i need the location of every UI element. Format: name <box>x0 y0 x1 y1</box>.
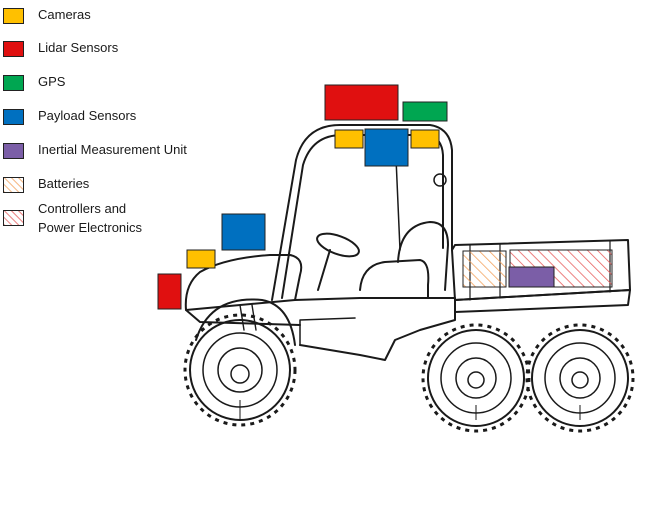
legend-label-controllers-line1: Controllers and <box>38 201 127 216</box>
front-lower <box>185 309 301 326</box>
legend-item-imu: Inertial Measurement Unit <box>0 141 230 165</box>
roof-camera-left <box>334 129 364 149</box>
roll-cage-outer <box>271 124 453 301</box>
cab-step <box>299 317 356 346</box>
front-fender <box>195 298 296 346</box>
front-payload-sensor <box>221 213 266 251</box>
payload-swatch <box>3 109 24 125</box>
roof-gps <box>402 101 448 122</box>
wheels <box>183 313 635 433</box>
roof-camera-right <box>410 129 440 149</box>
seat-base <box>359 259 430 299</box>
legend-label-payload: Payload Sensors <box>38 108 137 123</box>
cargo-bed <box>451 239 631 301</box>
hood <box>184 254 303 311</box>
roll-cage-inner <box>281 134 444 299</box>
cameras-swatch <box>3 8 24 24</box>
legend-item-lidar: Lidar Sensors <box>0 39 230 63</box>
legend-label-gps: GPS <box>38 74 66 89</box>
legend-label-lidar: Lidar Sensors <box>38 40 119 55</box>
seat-back <box>397 221 449 291</box>
legend-item-cameras: Cameras <box>0 6 230 30</box>
lidar-swatch <box>3 41 24 57</box>
cargo-bed-lower <box>454 289 631 313</box>
legend-item-payload: Payload Sensors <box>0 107 230 131</box>
legend-label-cameras: Cameras <box>38 7 91 22</box>
imu-unit <box>508 266 555 288</box>
front-camera <box>186 249 216 269</box>
legend-item-batteries: Batteries <box>0 175 230 199</box>
batteries-swatch <box>3 177 24 193</box>
steering-column <box>317 249 331 291</box>
imu-swatch <box>3 143 24 159</box>
legend-label-imu: Inertial Measurement Unit <box>38 142 187 157</box>
gps-swatch <box>3 75 24 91</box>
wheel-lead-lines <box>239 400 581 420</box>
mirror <box>433 173 447 187</box>
cab-side <box>294 297 456 361</box>
legend-item-controllers: Controllers and Power Electronics <box>0 200 230 240</box>
roof-payload-sensor <box>364 128 409 167</box>
battery-pack <box>462 250 507 288</box>
legend-label-controllers-line2: Power Electronics <box>38 220 143 235</box>
rear-wheel <box>525 323 635 433</box>
front-lidar <box>157 273 182 310</box>
steering-wheel <box>316 232 360 258</box>
roof-lidar <box>324 84 399 121</box>
legend-item-gps: GPS <box>0 73 230 97</box>
controllers-swatch <box>3 210 24 226</box>
legend-label-batteries: Batteries <box>38 176 90 191</box>
